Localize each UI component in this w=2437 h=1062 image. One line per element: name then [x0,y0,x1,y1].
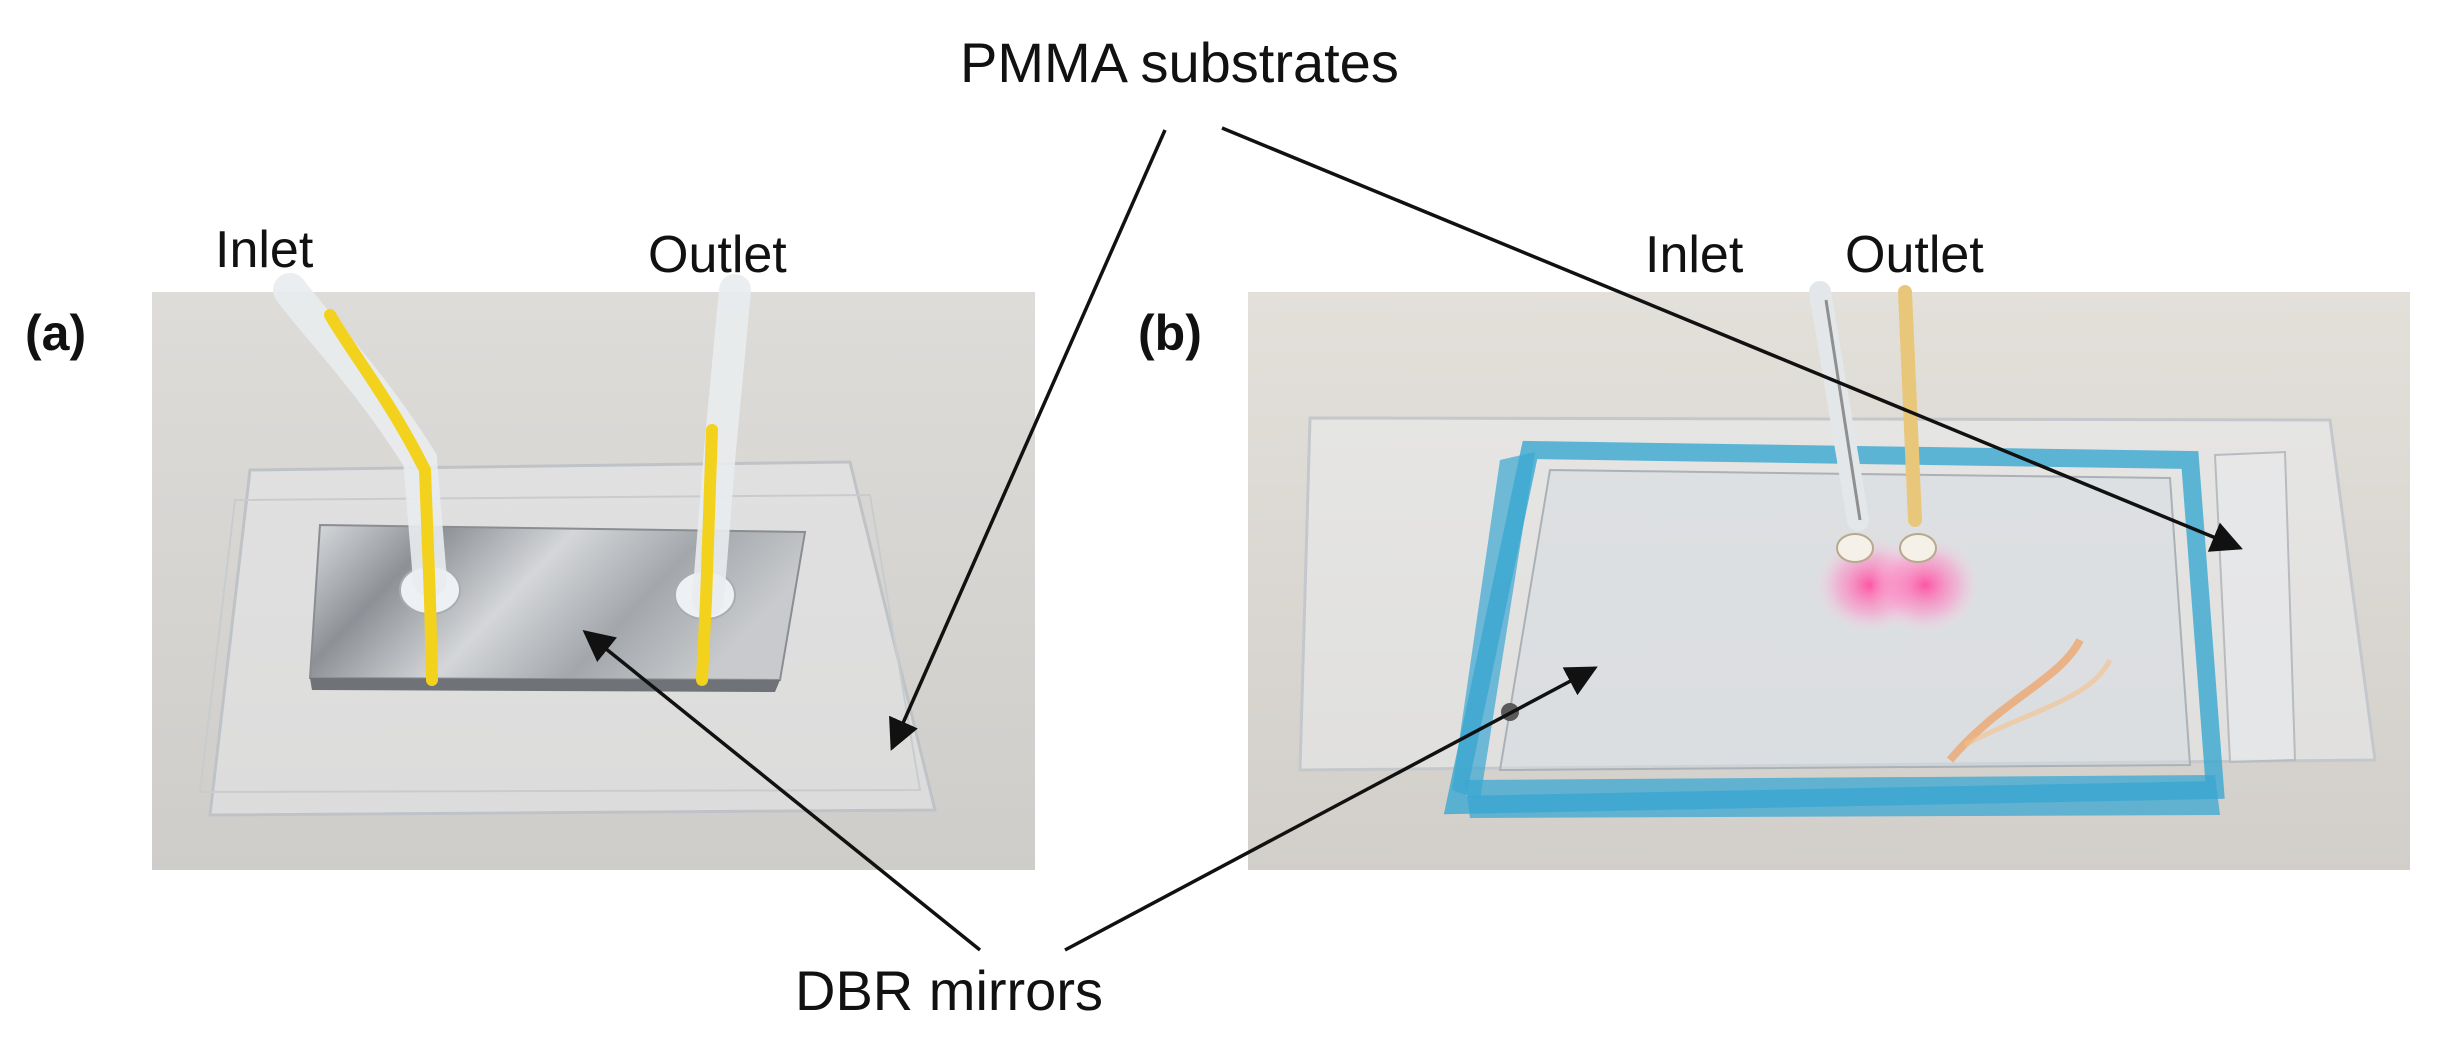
photo-panel-a [152,273,1035,870]
arrow-pmma-to-panel-b [1221,126,2243,552]
outlet-label-a: Outlet [648,226,787,284]
panel-b-label: (b) [1138,305,1202,361]
outlet-label-b: Outlet [1845,226,1984,284]
arrows [582,126,2243,952]
panel-a-label: (a) [25,305,86,361]
arrow-dbr-to-panel-a [582,630,982,952]
dbr-label: DBR mirrors [795,959,1103,1022]
arrow-pmma-to-panel-a [889,129,1167,751]
pmma-label: PMMA substrates [960,31,1399,94]
arrow-dbr-to-panel-b [1064,666,1598,952]
inlet-label-b: Inlet [1645,226,1744,284]
inlet-label-a: Inlet [215,221,314,279]
